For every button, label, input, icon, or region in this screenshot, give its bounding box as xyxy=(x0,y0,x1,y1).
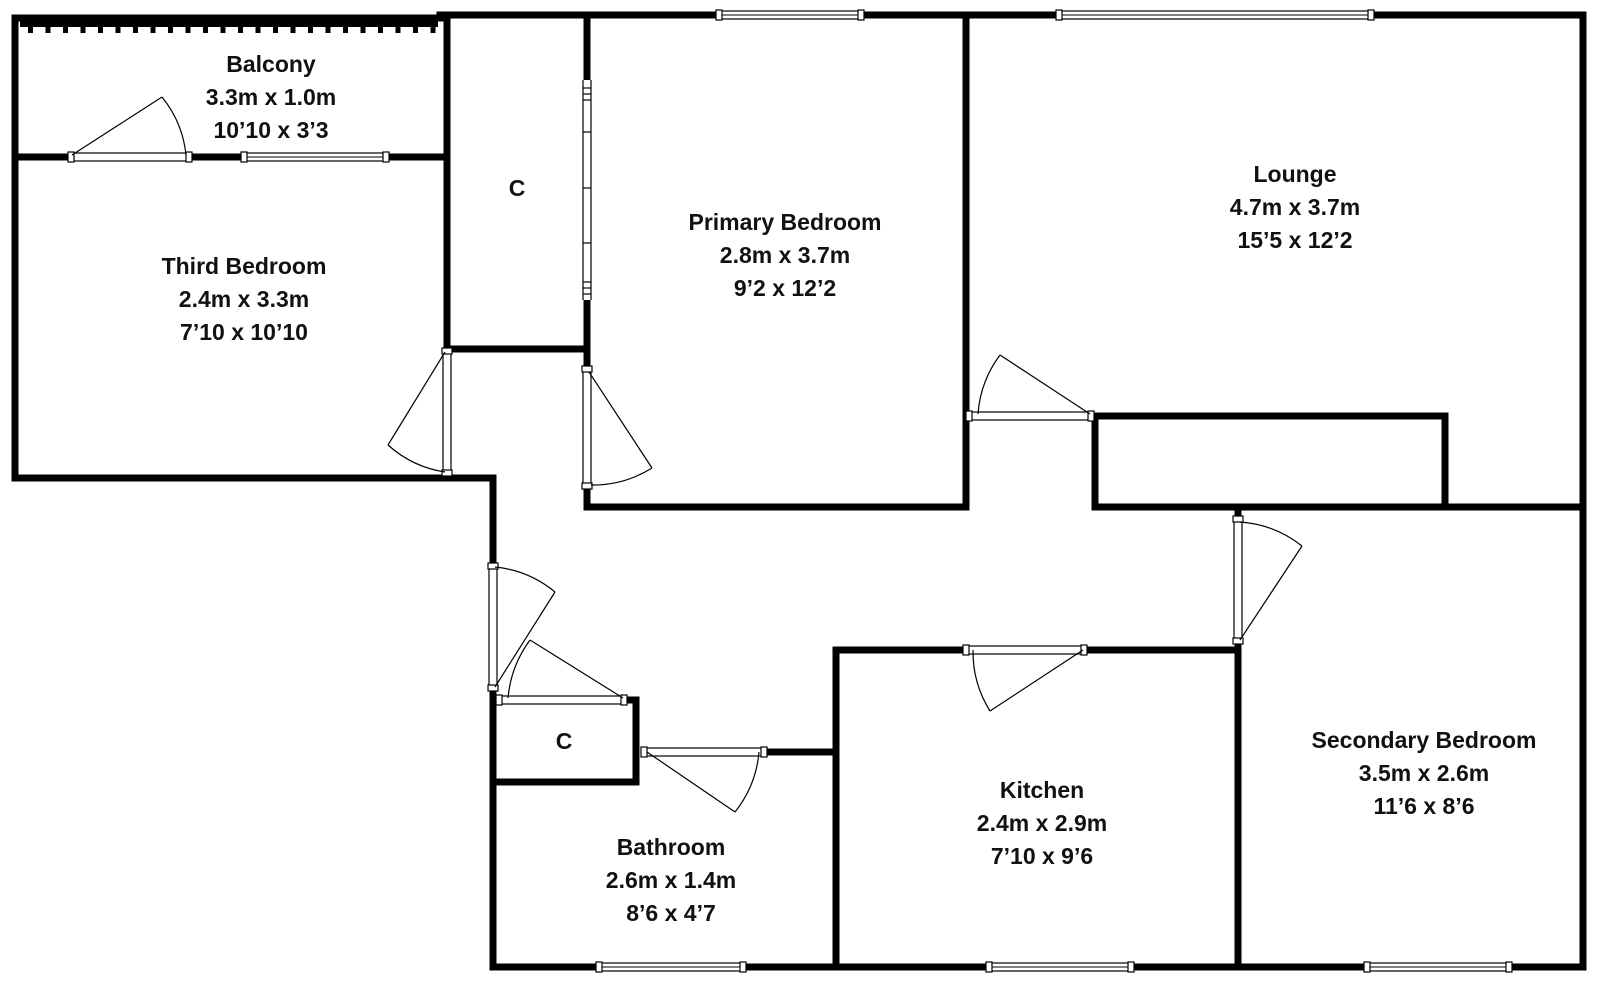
railing-post xyxy=(308,26,313,33)
room-cupboard-bathroom: C xyxy=(556,728,573,754)
door-hall-left xyxy=(487,562,556,692)
walls xyxy=(11,11,1587,971)
room-name: Kitchen xyxy=(1000,777,1084,803)
window-primary-top xyxy=(715,9,865,21)
railing-post xyxy=(430,26,436,33)
room-secondary-bedroom: Secondary Bedroom 3.5m x 2.6m 11’6 x 8’6 xyxy=(1312,727,1537,819)
room-name: Third Bedroom xyxy=(162,253,327,279)
railing-post xyxy=(203,26,208,33)
room-size-metric: 3.3m x 1.0m xyxy=(206,84,336,110)
room-name: Secondary Bedroom xyxy=(1312,727,1537,753)
railing-post xyxy=(45,26,51,33)
railing-post xyxy=(343,26,348,33)
railing-post xyxy=(150,26,156,33)
room-name: Lounge xyxy=(1253,161,1336,187)
door-cupboard xyxy=(495,639,628,706)
room-size-imperial: 15’5 x 12’2 xyxy=(1237,227,1352,253)
room-third-bedroom: Third Bedroom 2.4m x 3.3m 7’10 x 10’10 xyxy=(162,253,327,345)
room-lounge: Lounge 4.7m x 3.7m 15’5 x 12’2 xyxy=(1230,161,1360,253)
railing-post xyxy=(360,26,366,33)
door-balcony xyxy=(67,96,193,163)
window-kitchen-bottom xyxy=(985,961,1135,973)
door-primary-bedroom xyxy=(581,365,653,490)
railing-post xyxy=(325,26,331,33)
room-size-metric: 4.7m x 3.7m xyxy=(1230,194,1360,220)
room-size-metric: 2.8m x 3.7m xyxy=(720,242,850,268)
railing-post xyxy=(413,26,418,33)
room-kitchen: Kitchen 2.4m x 2.9m 7’10 x 9’6 xyxy=(977,777,1107,869)
railing-post xyxy=(28,26,33,33)
room-size-imperial: 11’6 x 8’6 xyxy=(1373,793,1474,819)
window-bathroom-bottom xyxy=(595,961,747,973)
room-name: C xyxy=(556,728,573,754)
railing-post xyxy=(168,26,173,33)
room-name: C xyxy=(509,175,526,201)
room-size-imperial: 7’10 x 9’6 xyxy=(991,843,1093,869)
room-size-imperial: 8’6 x 4’7 xyxy=(626,900,716,926)
room-size-metric: 2.6m x 1.4m xyxy=(606,867,736,893)
door-third-bedroom xyxy=(387,347,453,477)
room-size-metric: 2.4m x 2.9m xyxy=(977,810,1107,836)
room-labels: Balcony 3.3m x 1.0m 10’10 x 3’3 Third Be… xyxy=(162,51,1537,926)
window-balcony xyxy=(240,151,390,163)
railing-post xyxy=(80,26,86,33)
railing-post xyxy=(395,26,401,33)
railing-post xyxy=(185,26,191,33)
room-cupboard-hall: C xyxy=(509,175,526,201)
room-name: Balcony xyxy=(226,51,316,77)
railing-post xyxy=(378,26,383,33)
railing-post xyxy=(98,26,103,33)
room-primary-bedroom: Primary Bedroom 2.8m x 3.7m 9’2 x 12’2 xyxy=(688,209,881,301)
room-balcony: Balcony 3.3m x 1.0m 10’10 x 3’3 xyxy=(206,51,336,143)
wardrobe-marks xyxy=(582,80,592,300)
windows xyxy=(240,9,1513,973)
window-secondary-bottom xyxy=(1363,961,1513,973)
door-bathroom xyxy=(640,746,768,813)
railing-post xyxy=(220,26,226,33)
doors xyxy=(67,96,1303,813)
room-bathroom: Bathroom 2.6m x 1.4m 8’6 x 4’7 xyxy=(606,834,736,926)
room-name: Bathroom xyxy=(617,834,726,860)
door-kitchen xyxy=(962,644,1088,712)
railing-post xyxy=(238,26,243,33)
room-size-imperial: 10’10 x 3’3 xyxy=(213,117,328,143)
railing-post xyxy=(290,26,296,33)
room-name: Primary Bedroom xyxy=(688,209,881,235)
room-size-metric: 2.4m x 3.3m xyxy=(179,286,309,312)
door-secondary-bedroom xyxy=(1232,515,1303,645)
door-lounge xyxy=(965,354,1095,422)
room-size-imperial: 7’10 x 10’10 xyxy=(180,319,308,345)
railing-post xyxy=(115,26,121,33)
window-lounge-top xyxy=(1055,9,1375,21)
railing-post xyxy=(133,26,138,33)
railing-post xyxy=(63,26,68,33)
room-size-metric: 3.5m x 2.6m xyxy=(1359,760,1489,786)
railing-post xyxy=(255,26,261,33)
balcony-railing xyxy=(20,21,438,33)
railing-post xyxy=(273,26,278,33)
room-size-imperial: 9’2 x 12’2 xyxy=(734,275,836,301)
